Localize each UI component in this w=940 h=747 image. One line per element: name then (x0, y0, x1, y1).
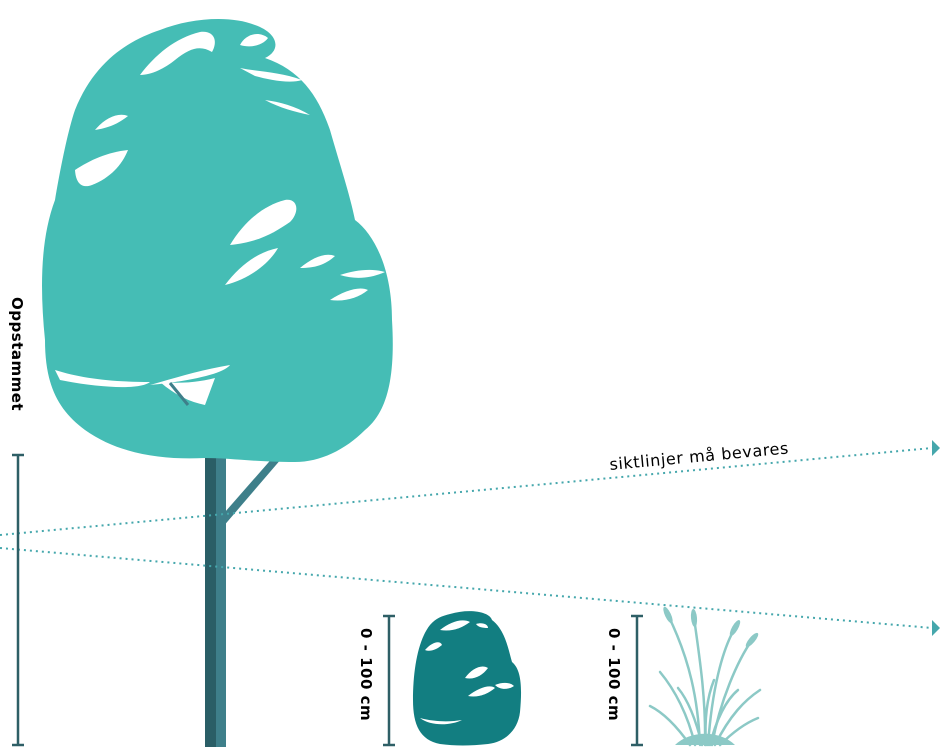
arrow-right-icon (932, 620, 940, 636)
bush-height-label: 0 - 100 cm (357, 628, 375, 721)
grass-scale: 0 - 100 cm (605, 616, 643, 745)
grass-height-label: 0 - 100 cm (605, 628, 623, 721)
sightlines: siktlinjer må bevares (0, 438, 940, 636)
bush-scale: 0 - 100 cm (357, 616, 395, 745)
sightline-label: siktlinjer må bevares (609, 438, 790, 474)
tall-tree-scale: Oppstammet (8, 297, 26, 745)
tree-canopy (42, 19, 393, 462)
sightline-upper (0, 448, 932, 535)
arrow-right-icon (932, 440, 940, 456)
bush-icon (413, 611, 521, 745)
tree-icon (42, 19, 393, 747)
tree-branch-right (218, 455, 282, 528)
tall-tree-height-label: Oppstammet (8, 297, 26, 411)
grass-seed-heads (661, 606, 760, 649)
grass-icon (650, 615, 760, 745)
